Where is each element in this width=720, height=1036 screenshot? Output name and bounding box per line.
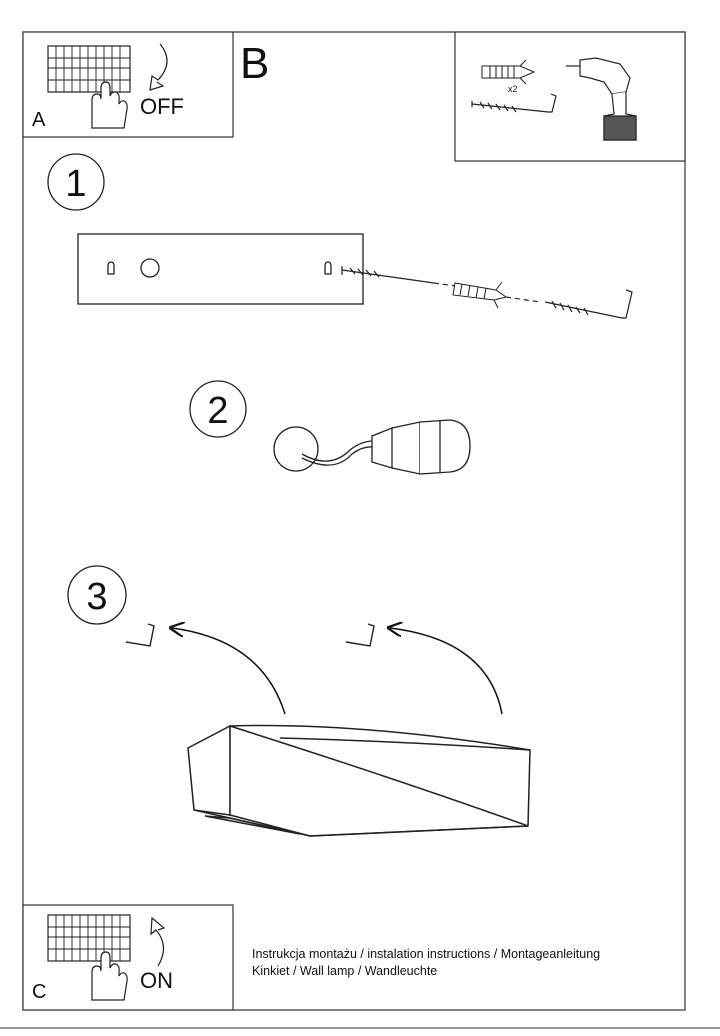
hand-icon bbox=[91, 81, 128, 129]
wall-lamp bbox=[187, 724, 531, 837]
wall-plug-icon bbox=[481, 59, 536, 85]
outer-frame bbox=[22, 31, 686, 1011]
step-1-number: 1 bbox=[65, 163, 86, 205]
hook-left-icon bbox=[125, 623, 155, 647]
arrow-left-mount bbox=[172, 628, 286, 715]
off-label: OFF bbox=[140, 94, 184, 119]
footer-line-2: Kinkiet / Wall lamp / Wandleuchte bbox=[252, 964, 437, 978]
panel-a-letter: A bbox=[32, 109, 46, 131]
wall-plug-icon bbox=[452, 281, 508, 309]
mounting-plate bbox=[77, 233, 364, 305]
panel-c bbox=[22, 904, 234, 1011]
hook-screw-icon bbox=[505, 289, 633, 319]
step-2-number: 2 bbox=[207, 390, 228, 432]
step-3-circle bbox=[67, 565, 127, 625]
arrow-right-mount bbox=[390, 628, 503, 715]
step-1-circle bbox=[47, 153, 105, 211]
arrow-down-icon bbox=[149, 43, 168, 91]
panel-b-letter: B bbox=[240, 39, 269, 88]
hook-screw-icon bbox=[471, 93, 557, 113]
step-3-number: 3 bbox=[86, 576, 107, 618]
panel-a bbox=[22, 31, 234, 138]
panel-c-letter: C bbox=[32, 981, 46, 1003]
hook-right-icon bbox=[345, 623, 375, 647]
step-2-circle bbox=[189, 380, 247, 438]
hand-icon bbox=[91, 951, 128, 1001]
drill-icon bbox=[566, 57, 637, 141]
breaker-panel-icon bbox=[47, 45, 131, 93]
on-label: ON bbox=[140, 968, 173, 993]
breaker-panel-icon bbox=[47, 914, 131, 962]
wiring-lampholder bbox=[273, 419, 471, 475]
plug-quantity: x2 bbox=[508, 84, 518, 94]
tools-panel bbox=[454, 31, 686, 162]
footer-line-1: Instrukcja montażu / instalation instruc… bbox=[252, 947, 600, 961]
arrow-up-icon bbox=[150, 916, 166, 967]
